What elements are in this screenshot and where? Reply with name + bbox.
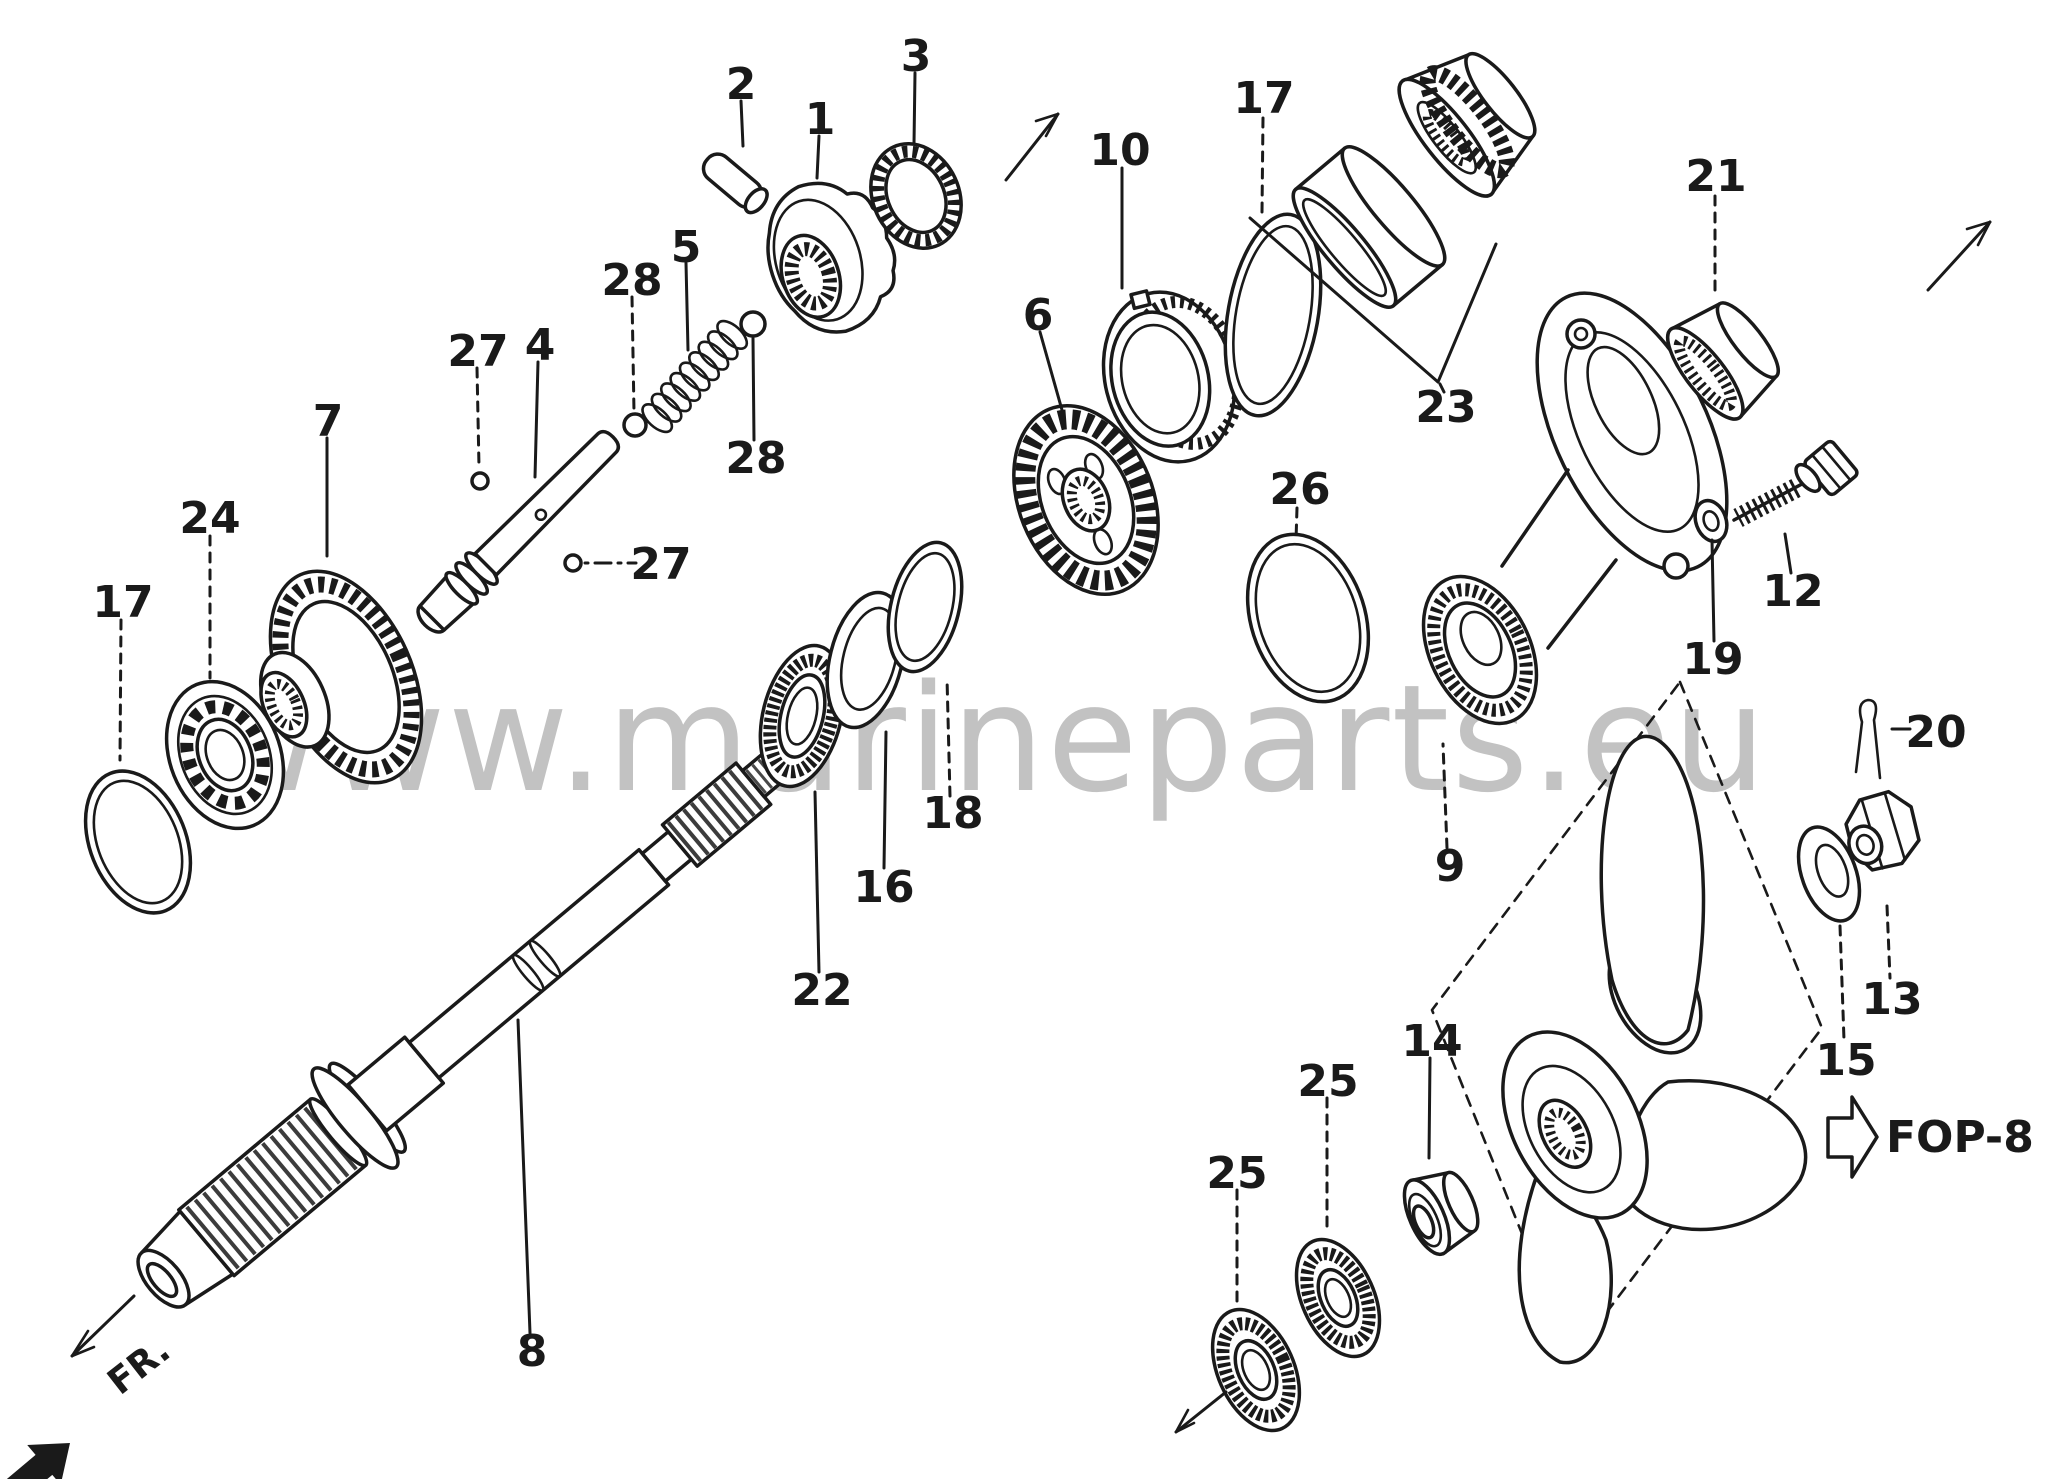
top-reference-arrow-icon	[1004, 112, 1060, 182]
bevel-gear-6-part: 6	[1012, 290, 1160, 597]
fop-arrow-icon	[1826, 1095, 1879, 1179]
callout-19: 19	[1682, 634, 1743, 685]
needle-bushing-21-part: 21	[1665, 151, 1780, 421]
callout-27-left: 27	[447, 326, 508, 377]
ball-28-left-part: 28	[601, 255, 663, 438]
pin-27-right-part: 27	[563, 539, 692, 590]
callout-25-mid: 25	[1297, 1056, 1358, 1107]
callout-13: 13	[1861, 974, 1922, 1025]
clutch-shifter-1-part: 1	[766, 94, 897, 334]
callout-17-top: 17	[1233, 73, 1294, 124]
washer-15-part: 15	[1796, 825, 1877, 1086]
thrust-hub-14-part: 14	[1401, 1016, 1480, 1257]
taper-bearing-part	[1397, 51, 1537, 198]
fr-direction-arrow: FR.	[0, 1294, 178, 1479]
pin-27-left-part: 27	[447, 326, 509, 491]
callout-17-left: 17	[92, 577, 153, 628]
castle-nut-13-part: 13	[1844, 789, 1923, 1025]
callout-3: 3	[901, 31, 932, 82]
callout-1: 1	[805, 94, 836, 145]
cotter-pin-20-part: 20	[1854, 698, 1967, 780]
callout-6: 6	[1023, 290, 1054, 341]
fop-8-pointer: FOP-8	[1826, 1095, 2034, 1179]
callout-9: 9	[1435, 841, 1466, 892]
callout-25-left: 25	[1206, 1148, 1267, 1199]
callout-23: 23	[1415, 382, 1476, 433]
callout-7: 7	[313, 396, 344, 447]
washer-19-part: 19	[1682, 498, 1744, 685]
ring-17-left-part: 17	[83, 577, 193, 915]
bolt-12-part: 12	[1732, 439, 1859, 617]
spring-5-part: 5	[641, 222, 749, 434]
ring-17-top-part: 17	[1223, 73, 1323, 418]
seal-25-left-part: 25	[1174, 1148, 1302, 1434]
fr-solid-arrow-icon	[0, 1443, 70, 1479]
fr-label: FR.	[100, 1330, 178, 1403]
propeller-part	[1501, 734, 1808, 1365]
bearing-seal-22-part: 22	[758, 643, 853, 1016]
callout-22: 22	[791, 965, 852, 1016]
callout-18: 18	[922, 788, 983, 839]
callout-8: 8	[517, 1326, 548, 1377]
callout-21: 21	[1685, 151, 1746, 202]
callout-5: 5	[671, 222, 702, 273]
callout-28-right: 28	[725, 433, 786, 484]
distance-collar-part	[1291, 145, 1447, 309]
callout-16: 16	[853, 862, 914, 913]
washer-18-part: 18	[886, 540, 984, 839]
ball-bearing-24-part: 24	[164, 493, 286, 831]
right-reference-arrow-icon	[1926, 220, 1992, 292]
spring-retainer-10-part: 10	[1089, 125, 1245, 464]
callout-26: 26	[1269, 464, 1330, 515]
fop-label: FOP-8	[1886, 1112, 2034, 1163]
washer-16-part: 16	[825, 590, 915, 913]
callout-10: 10	[1089, 125, 1150, 176]
callout-14: 14	[1401, 1016, 1462, 1067]
callout-23-group: 23	[1248, 216, 1498, 433]
callout-12: 12	[1762, 566, 1823, 617]
propeller-shaft-part: 8	[136, 745, 797, 1377]
gear-7-part: 7	[258, 396, 424, 785]
seal-25-mid-part: 25	[1294, 1056, 1382, 1359]
bearing-carrier-9-part: 9	[1421, 291, 1729, 892]
callout-15: 15	[1815, 1035, 1876, 1086]
pin-2-part: 2	[701, 59, 769, 215]
callout-28-left: 28	[601, 255, 662, 306]
shift-rod-4-part: 4	[416, 320, 621, 634]
ring-26-part: 26	[1245, 464, 1371, 704]
callout-20: 20	[1905, 707, 1966, 758]
ball-28-right-part: 28	[725, 310, 787, 484]
callout-24: 24	[179, 493, 240, 544]
spline-washer-3-part: 3	[869, 31, 963, 250]
callout-2: 2	[726, 59, 757, 110]
callout-27-right: 27	[630, 539, 691, 590]
callout-4: 4	[525, 320, 556, 371]
